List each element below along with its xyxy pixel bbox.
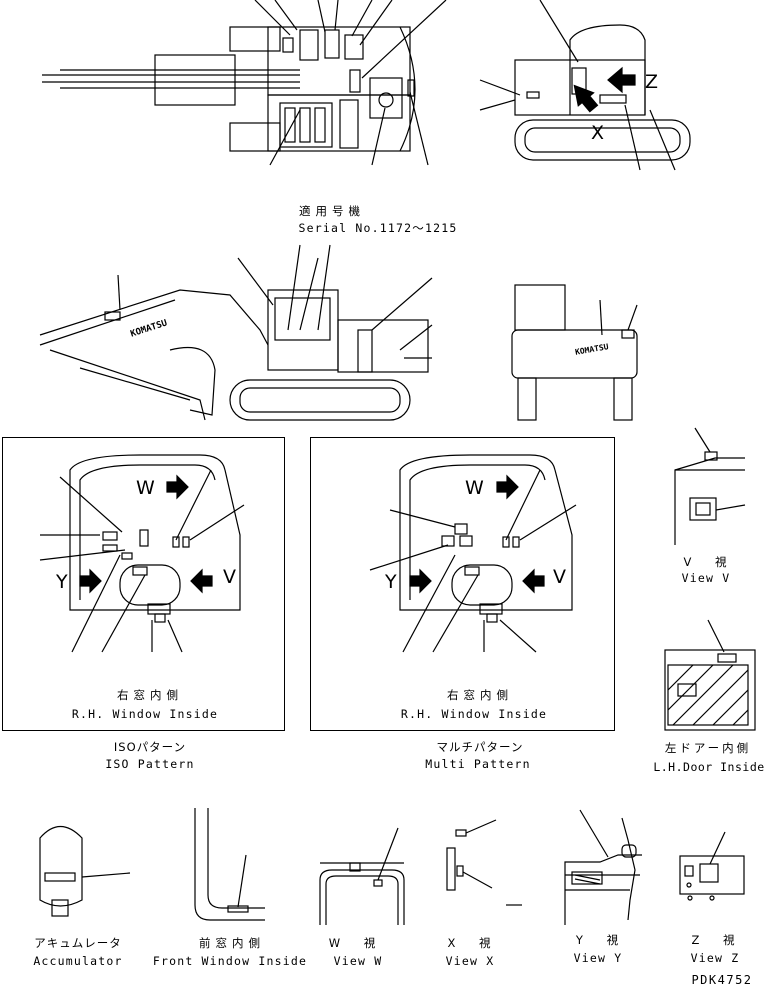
accumulator-label-en: Accumulator (33, 954, 123, 968)
iso-pattern-panel (2, 437, 285, 731)
excavator-top-view (42, 0, 447, 166)
view-y-drawing (564, 809, 642, 925)
excavator-side-view-xz (479, 0, 691, 171)
iso-pattern-title-en: ISO Pattern (105, 757, 195, 771)
view-x-drawing (446, 819, 522, 906)
view-w-drawing (319, 827, 405, 925)
multi-window-label-jp: 右窓内側 (447, 688, 513, 702)
view-y-label-en: View Y (573, 951, 623, 965)
view-x-label-en: View X (445, 954, 495, 968)
lh-door-drawing (664, 619, 756, 731)
multi-pattern-title-en: Multi Pattern (425, 757, 531, 771)
view-v-drawing (674, 427, 746, 545)
view-letter-z: Z (645, 71, 659, 93)
view-letter-x: X (591, 122, 605, 144)
excavator-side-view (39, 244, 433, 421)
iso-cab-drawing (39, 454, 245, 653)
accumulator-drawing (39, 825, 131, 917)
view-z-drawing (679, 831, 745, 901)
view-y-label-jp: Y 視 (575, 933, 629, 947)
view-v-label-en: View V (681, 571, 731, 585)
accumulator-label-jp: アキュムレータ (34, 936, 122, 950)
view-w-label-jp: W 視 (328, 936, 386, 950)
front-window-label-en: Front Window Inside (152, 954, 308, 968)
multi-pattern-title-jp: マルチパターン (436, 740, 524, 754)
multi-window-label-en: R.H. Window Inside (400, 707, 548, 721)
lh-door-label-jp: 左ドアー内側 (664, 741, 752, 755)
drawing-number: PDK4752 (691, 973, 753, 987)
view-x-label-jp: X 視 (447, 936, 501, 950)
iso-window-label-en: R.H. Window Inside (71, 707, 219, 721)
serial-label-en: Serial No.1172～1215 (298, 221, 458, 235)
iso-letter-y: Y (56, 571, 68, 593)
multi-letter-v: V (553, 566, 566, 588)
multi-letter-w: W (465, 477, 484, 499)
iso-window-label-jp: 右窓内側 (117, 688, 183, 702)
arrow-left-icon (190, 568, 213, 594)
arrow-right-icon (409, 568, 432, 594)
view-z-label-jp: Z 視 (691, 933, 745, 947)
iso-pattern-title-jp: ISOパターン (113, 740, 187, 754)
front-window-drawing (194, 808, 265, 921)
serial-label-jp: 適用号機 (299, 204, 365, 218)
iso-letter-w: W (136, 477, 155, 499)
view-z-label-en: View Z (690, 951, 740, 965)
multi-letter-y: Y (385, 571, 397, 593)
arrow-right-icon (166, 474, 189, 500)
view-v-label-jp: V 視 (683, 555, 737, 569)
arrow-right-icon (496, 474, 519, 500)
arrow-left-icon (522, 568, 545, 594)
excavator-rear-view (511, 284, 638, 421)
arrow-right-icon (79, 568, 102, 594)
view-w-label-en: View W (333, 954, 383, 968)
multi-pattern-panel (310, 437, 615, 731)
lh-door-label-en: L.H.Door Inside (653, 760, 765, 774)
multi-cab-drawing (369, 454, 577, 653)
iso-letter-v: V (223, 566, 236, 588)
front-window-label-jp: 前窓内側 (199, 936, 265, 950)
